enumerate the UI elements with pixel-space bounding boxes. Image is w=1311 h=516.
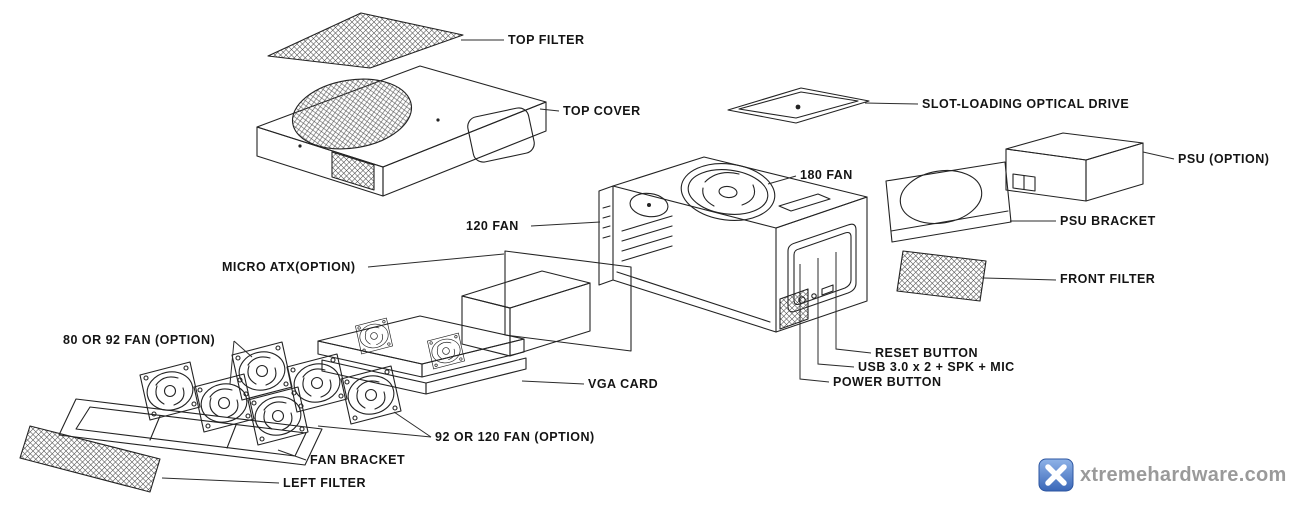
- label-120-fan: 120 FAN: [466, 219, 519, 233]
- psu-bracket-part: [885, 161, 1012, 243]
- top-filter-part: [267, 12, 464, 69]
- label-optical-drive: SLOT-LOADING OPTICAL DRIVE: [922, 97, 1130, 111]
- label-micro-atx: MICRO ATX(OPTION): [222, 260, 356, 274]
- watermark: xtremehardware.com: [1038, 458, 1287, 492]
- left-filter-part: [19, 425, 161, 493]
- label-front-io: USB 3.0 x 2 + SPK + MIC: [858, 360, 1015, 374]
- label-top-cover: TOP COVER: [563, 104, 641, 118]
- label-power-button: POWER BUTTON: [833, 375, 942, 389]
- label-92-120-fan: 92 OR 120 FAN (OPTION): [435, 430, 595, 444]
- label-vga-card: VGA CARD: [588, 377, 659, 391]
- case-fans-part: [139, 341, 402, 446]
- label-reset-button: RESET BUTTON: [875, 346, 978, 360]
- label-top-filter: TOP FILTER: [508, 33, 585, 47]
- top-cover-part: [256, 65, 547, 197]
- label-front-filter: FRONT FILTER: [1060, 272, 1156, 286]
- micro-atx-part: [461, 250, 632, 357]
- vga-card-part: [317, 315, 527, 395]
- label-80-92-fan: 80 OR 92 FAN (OPTION): [63, 333, 216, 347]
- optical-drive-part: [727, 87, 870, 124]
- chassis-part: [598, 156, 868, 333]
- label-fan-bracket: FAN BRACKET: [310, 453, 406, 467]
- watermark-text: xtremehardware.com: [1080, 463, 1287, 486]
- label-psu: PSU (OPTION): [1178, 152, 1270, 166]
- label-psu-bracket: PSU BRACKET: [1060, 214, 1156, 228]
- label-left-filter: LEFT FILTER: [283, 476, 367, 490]
- psu-part: [1005, 132, 1144, 202]
- label-180-fan: 180 FAN: [800, 168, 853, 182]
- front-filter-part: [896, 250, 987, 302]
- leader-lines: [161, 39, 1175, 484]
- xtremehardware-logo-icon: [1038, 458, 1074, 492]
